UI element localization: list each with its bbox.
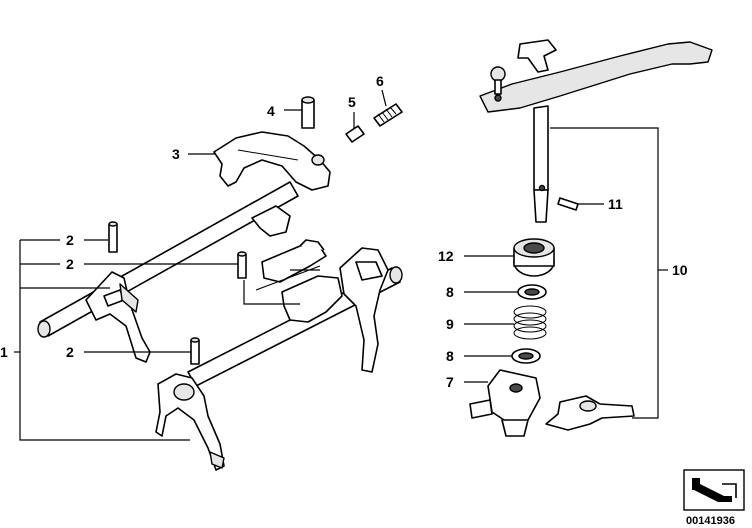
pin-part-2-lower bbox=[190, 337, 200, 365]
selector-finger bbox=[545, 395, 635, 431]
callout-4: 4 bbox=[267, 103, 275, 119]
callout-7: 7 bbox=[446, 374, 454, 390]
callout-5: 5 bbox=[348, 94, 356, 110]
callout-1: 1 bbox=[0, 344, 8, 360]
detent-part-5 bbox=[345, 125, 365, 143]
callout-8-upper: 8 bbox=[446, 284, 454, 300]
pin-part-11 bbox=[557, 197, 579, 211]
callout-9: 9 bbox=[446, 316, 454, 332]
bushing-part-12 bbox=[513, 238, 555, 277]
spring-part-6 bbox=[373, 103, 403, 127]
leader-lines bbox=[14, 89, 668, 441]
callout-12: 12 bbox=[438, 248, 454, 264]
bearing-block-part-7 bbox=[469, 369, 541, 437]
ring-part-8-upper bbox=[517, 284, 547, 300]
callout-2-middle: 2 bbox=[66, 256, 74, 272]
ring-part-8-lower bbox=[511, 348, 541, 364]
pin-part-2-middle bbox=[237, 251, 247, 279]
spring-part-9 bbox=[513, 305, 547, 340]
pin-part-4 bbox=[301, 96, 315, 129]
catalog-badge: 00141936 bbox=[683, 469, 745, 527]
callout-8-lower: 8 bbox=[446, 348, 454, 364]
selector-rod-assembly bbox=[37, 181, 403, 471]
arrow-badge-icon bbox=[692, 478, 737, 502]
callout-labels: 1 2 2 2 3 4 5 6 7 8 8 9 10 11 12 bbox=[0, 73, 688, 390]
bracket-part-3 bbox=[213, 131, 331, 191]
callout-10: 10 bbox=[672, 262, 688, 278]
shift-lever-assembly bbox=[479, 39, 713, 223]
pin-part-2-upper bbox=[108, 221, 118, 253]
callout-3: 3 bbox=[172, 146, 180, 162]
callout-2-lower: 2 bbox=[66, 344, 74, 360]
callout-2-upper: 2 bbox=[66, 232, 74, 248]
callout-11: 11 bbox=[608, 196, 623, 212]
callout-6: 6 bbox=[376, 73, 384, 89]
catalog-number: 00141936 bbox=[686, 515, 735, 527]
